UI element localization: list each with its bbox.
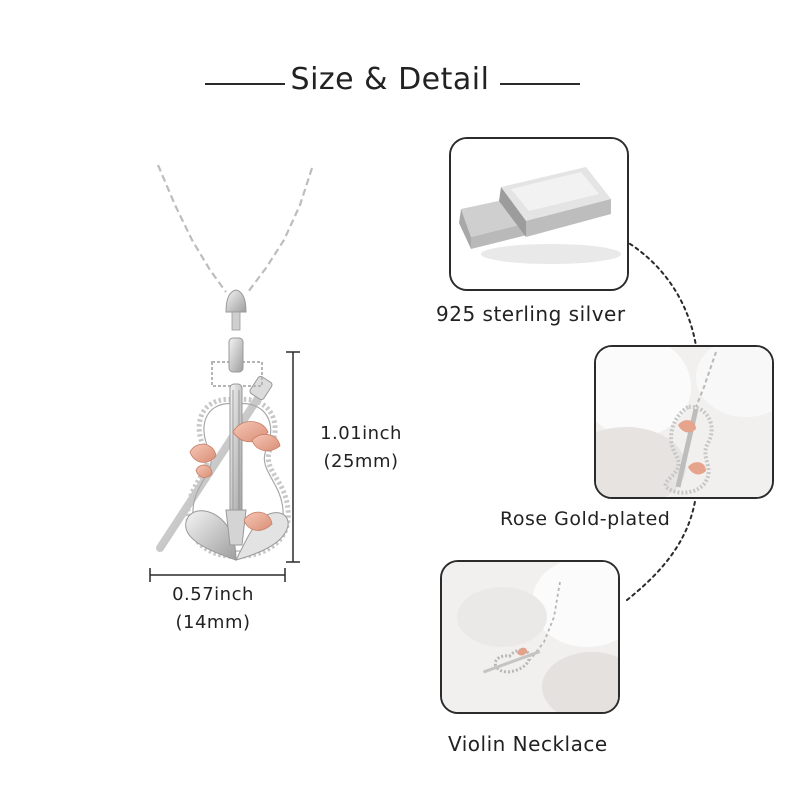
detail-image-silver bbox=[449, 137, 629, 291]
detail-caption-rose-gold: Rose Gold-plated bbox=[500, 508, 671, 530]
width-inch: 0.57inch bbox=[172, 584, 254, 605]
height-measurement: 1.01inch (25mm) bbox=[306, 420, 416, 476]
violin-pendant bbox=[156, 337, 291, 561]
section-header: Size & Detail bbox=[0, 58, 800, 108]
height-mm: (25mm) bbox=[323, 451, 399, 472]
page-title: Size & Detail bbox=[290, 62, 490, 97]
height-dimension bbox=[286, 351, 300, 563]
width-mm: (14mm) bbox=[175, 612, 251, 633]
detail-image-necklace bbox=[440, 560, 620, 714]
title-rule-left bbox=[205, 83, 285, 85]
detail-caption-silver: 925 sterling silver bbox=[436, 302, 626, 326]
title-rule-right bbox=[500, 83, 580, 85]
necklace-chain bbox=[156, 164, 314, 293]
detail-caption-necklace: Violin Necklace bbox=[448, 732, 608, 756]
width-dimension bbox=[149, 568, 286, 582]
detail-connectors bbox=[623, 239, 697, 601]
pendant-bail bbox=[225, 289, 247, 331]
height-inch: 1.01inch bbox=[320, 423, 402, 444]
detail-image-rose-gold bbox=[594, 345, 774, 499]
width-measurement: 0.57inch (14mm) bbox=[148, 581, 278, 637]
